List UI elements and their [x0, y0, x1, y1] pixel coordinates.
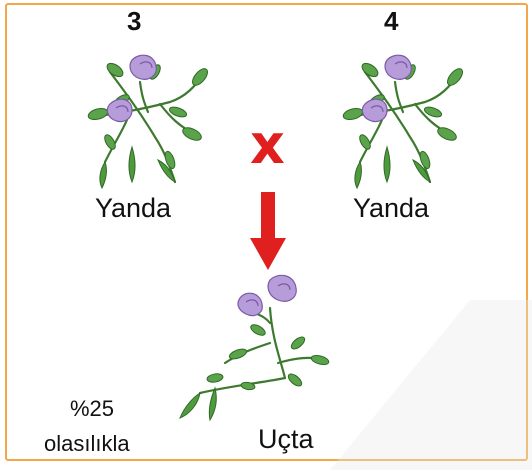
offspring-label: Uçta — [258, 424, 314, 454]
down-arrow-icon — [250, 192, 286, 270]
parent-left-number: 3 — [127, 6, 142, 36]
pea-plant-terminal-icon — [179, 274, 330, 422]
probability-percent: %25 — [70, 396, 115, 421]
pea-plant-axial-icon — [342, 54, 463, 190]
pea-plant-axial-icon — [87, 54, 208, 190]
parent-right-label: Yanda — [353, 193, 430, 223]
probability-text: olasılıkla — [44, 431, 130, 456]
parent-right-number: 4 — [384, 6, 399, 36]
cross-icon: x — [250, 113, 285, 176]
parent-left-label: Yanda — [95, 193, 172, 223]
